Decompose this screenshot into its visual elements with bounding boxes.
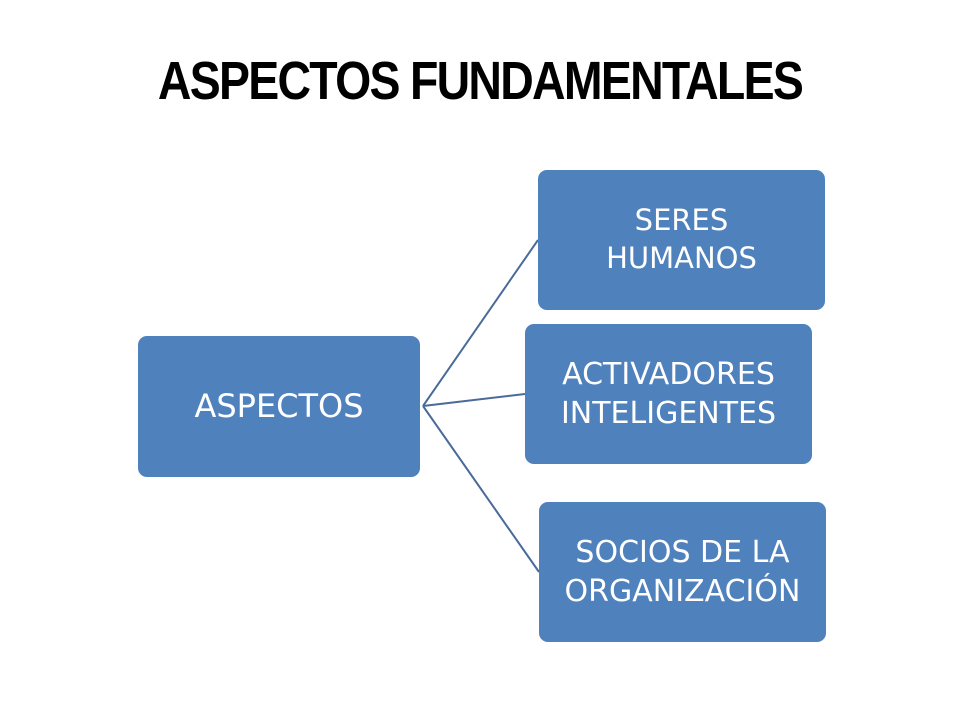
- child-node-activadores-inteligentes: ACTIVADORES INTELIGENTES: [525, 324, 812, 464]
- page-title: ASPECTOS FUNDAMENTALES: [157, 51, 804, 111]
- child-node-label: ACTIVADORES INTELIGENTES: [560, 357, 777, 431]
- connector-socios-organizacion: [422, 405, 540, 573]
- child-node-label: SOCIOS DE LA ORGANIZACIÓN: [564, 535, 801, 609]
- connector-seres-humanos: [422, 239, 539, 407]
- root-node: ASPECTOS: [138, 336, 420, 477]
- child-node-socios-organizacion: SOCIOS DE LA ORGANIZACIÓN: [539, 502, 826, 642]
- connector-activadores-inteligentes: [422, 393, 526, 407]
- root-node-label: ASPECTOS: [194, 386, 364, 425]
- child-node-seres-humanos: SERES HUMANOS: [538, 170, 825, 310]
- child-node-label: SERES HUMANOS: [606, 203, 757, 275]
